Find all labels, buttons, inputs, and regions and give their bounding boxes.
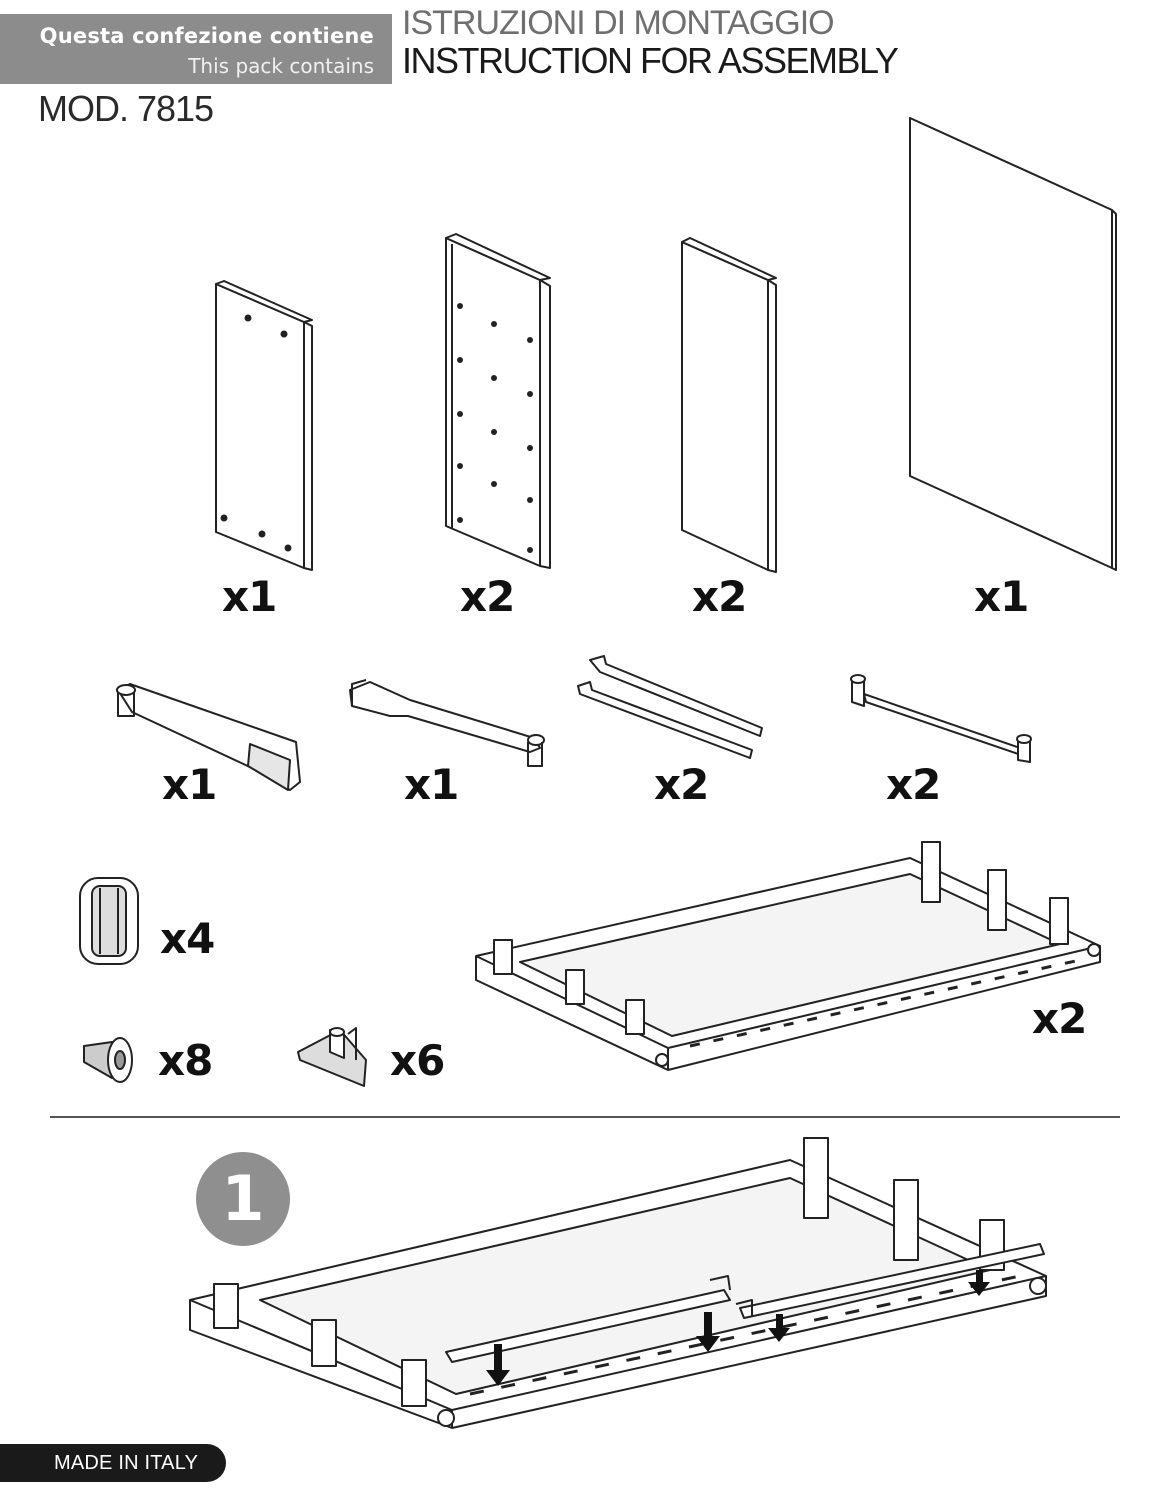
plain-panel-drawing	[681, 237, 777, 573]
base-tray-drawing	[475, 841, 1101, 1071]
step-number-badge: 1	[196, 1152, 290, 1246]
title-italian: ISTRUZIONI DI MONTAGGIO	[402, 4, 835, 42]
made-in-italy-badge: MADE IN ITALY	[0, 1444, 226, 1482]
section-divider	[50, 1116, 1120, 1118]
back-panel-drawing	[909, 117, 1117, 571]
insert-arrows	[486, 1270, 990, 1386]
qty-rails: x2	[654, 760, 709, 809]
rails-drawing	[577, 655, 763, 759]
pack-label-english: This pack contains	[188, 54, 374, 78]
right-arm-drawing	[349, 679, 545, 767]
support-drawing	[297, 1027, 367, 1087]
small-panel-drawing	[215, 280, 313, 571]
holed-panel-drawing	[445, 233, 551, 569]
made-in-label: MADE IN ITALY	[54, 1452, 199, 1474]
qty-small-panel: x1	[222, 572, 277, 621]
qty-left-arm: x1	[162, 760, 217, 809]
left-arm-drawing	[116, 683, 301, 791]
qty-supports: x6	[390, 1036, 445, 1085]
bars-drawing	[850, 674, 1032, 763]
clip-drawing	[79, 877, 139, 965]
qty-holed-panel: x2	[460, 572, 515, 621]
qty-back-panel: x1	[974, 572, 1029, 621]
qty-plain-panel: x2	[692, 572, 747, 621]
pack-contents-banner: Questa confezione contiene This pack con…	[0, 14, 392, 84]
qty-right-arm: x1	[404, 760, 459, 809]
pack-label-italian: Questa confezione contiene	[39, 24, 374, 48]
qty-pegs: x8	[158, 1036, 213, 1085]
qty-clips: x4	[160, 914, 215, 963]
step-one-drawing	[189, 1137, 1047, 1429]
title-english: INSTRUCTION FOR ASSEMBLY	[402, 40, 899, 81]
qty-base-tray: x2	[1032, 994, 1087, 1043]
model-number: MOD. 7815	[38, 88, 214, 129]
qty-bars: x2	[886, 760, 941, 809]
peg-drawing	[83, 1037, 133, 1083]
